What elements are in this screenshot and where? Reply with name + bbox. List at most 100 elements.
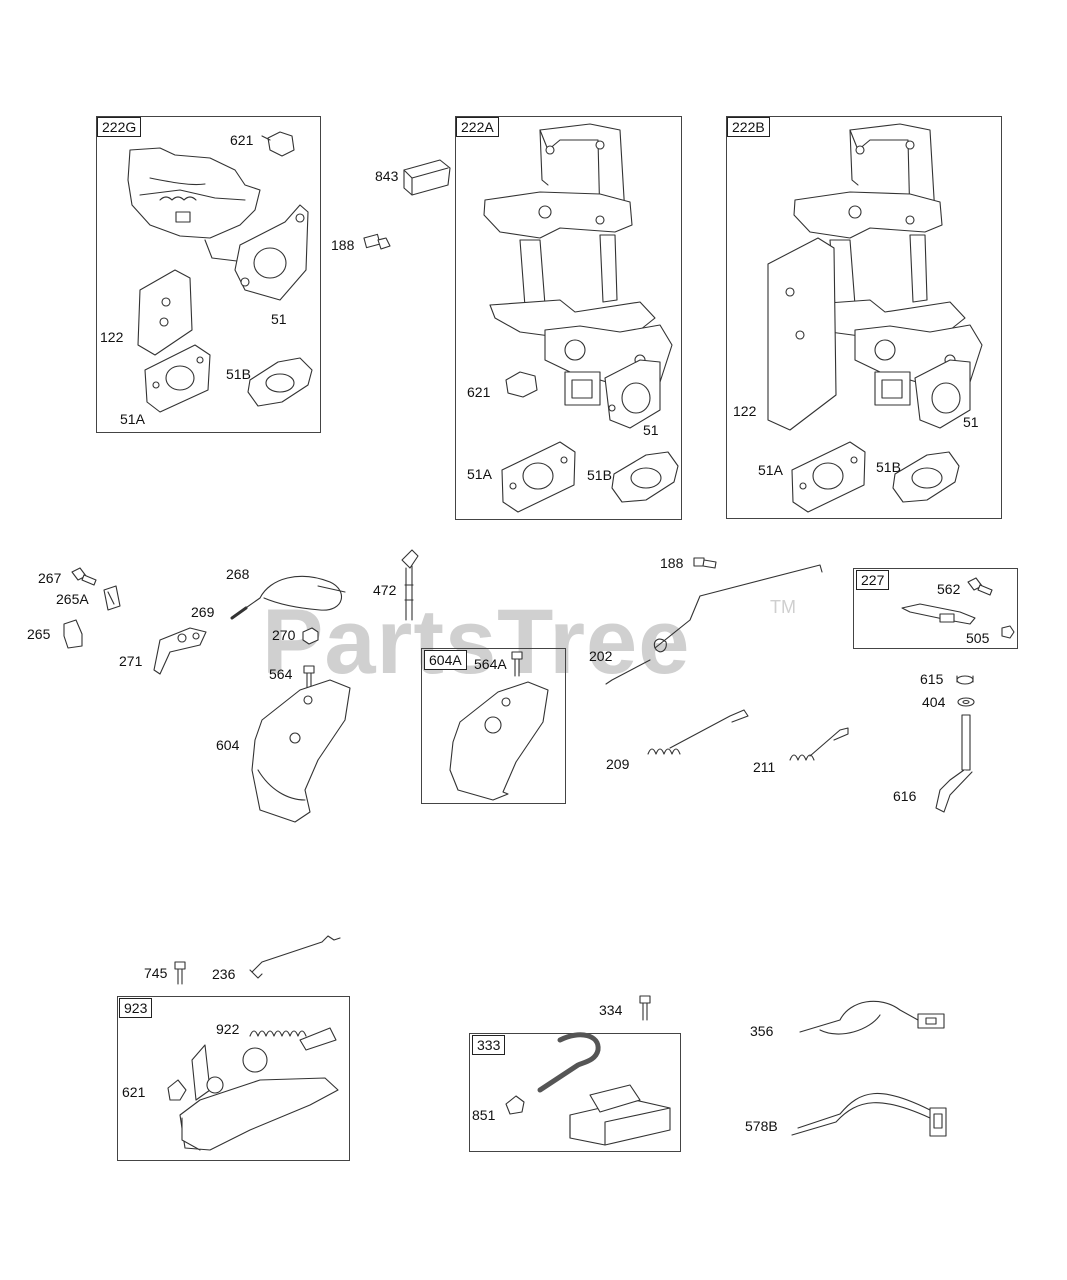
group-tag-604A: 604A — [424, 650, 467, 670]
callout-188-b: 188 — [660, 555, 684, 571]
callout-621-c: 621 — [122, 1084, 146, 1100]
bracket-assembly-222A — [483, 123, 673, 429]
gasket-51A-c — [791, 441, 866, 513]
callout-265A: 265A — [56, 591, 89, 607]
spring-211 — [789, 727, 849, 761]
group-box-227 — [853, 568, 1018, 649]
callout-51A-b: 51A — [467, 466, 492, 482]
bracket-227-part — [901, 603, 976, 625]
gasket-51B-b — [611, 451, 679, 503]
callout-51-b: 51 — [643, 422, 659, 438]
group-tag-333: 333 — [472, 1035, 506, 1055]
callout-745: 745 — [144, 965, 168, 981]
callout-122-c: 122 — [733, 403, 757, 419]
callout-843: 843 — [375, 168, 399, 184]
bolt-188-b — [693, 557, 717, 569]
callout-356: 356 — [750, 1023, 774, 1039]
group-tag-222A: 222A — [456, 117, 499, 137]
link-rod-202 — [605, 564, 823, 685]
screw-745 — [174, 961, 186, 985]
wire-harness-578B — [791, 1092, 931, 1136]
spring-209 — [647, 709, 749, 755]
cable-268 — [230, 575, 346, 620]
gasket-51A-b — [501, 441, 576, 513]
callout-604: 604 — [216, 737, 240, 753]
group-box-923 — [117, 996, 350, 1161]
callout-578B: 578B — [745, 1118, 778, 1134]
clip-621-a — [261, 131, 295, 157]
callout-209: 209 — [606, 756, 630, 772]
callout-505: 505 — [966, 630, 990, 646]
callout-267: 267 — [38, 570, 62, 586]
callout-621-b: 621 — [467, 384, 491, 400]
callout-236: 236 — [212, 966, 236, 982]
group-box-222A — [455, 116, 682, 520]
clip-621-c — [167, 1079, 187, 1101]
callout-270: 270 — [272, 627, 296, 643]
callout-615: 615 — [920, 671, 944, 687]
group-tag-227: 227 — [856, 570, 890, 590]
air-guide-604A — [449, 681, 549, 801]
insulator-plate-122-a — [137, 269, 193, 356]
screw-564A — [511, 651, 523, 677]
group-box-604A — [421, 648, 566, 804]
gasket-51A-a — [144, 344, 211, 413]
plate-gasket-51a — [234, 204, 309, 301]
callout-51A-a: 51A — [120, 411, 145, 427]
callout-922: 922 — [216, 1021, 240, 1037]
callout-621-a: 621 — [230, 132, 254, 148]
group-tag-923: 923 — [119, 998, 153, 1018]
air-guide-604 — [251, 679, 351, 823]
callout-51B-b: 51B — [587, 467, 612, 483]
callout-202: 202 — [589, 648, 613, 664]
bracket-assembly-222B — [793, 123, 983, 429]
clip-621-b — [505, 371, 538, 398]
group-box-222B — [726, 116, 1002, 519]
gasket-51B-a — [247, 357, 313, 407]
callout-271: 271 — [119, 653, 143, 669]
callout-51-c: 51 — [963, 414, 979, 430]
connector-851 — [505, 1095, 525, 1115]
callout-122-a: 122 — [100, 329, 124, 345]
callout-269: 269 — [191, 604, 215, 620]
callout-851: 851 — [472, 1107, 496, 1123]
callout-265: 265 — [27, 626, 51, 642]
part-843 — [403, 159, 451, 196]
nut-270 — [302, 627, 319, 645]
callout-51-a: 51 — [271, 311, 287, 327]
group-tag-222B: 222B — [727, 117, 770, 137]
wire-356 — [799, 1000, 919, 1035]
nut-505 — [1001, 625, 1015, 639]
callout-51B-a: 51B — [226, 366, 251, 382]
callout-562: 562 — [937, 581, 961, 597]
insulator-plate-122-c — [767, 237, 837, 431]
lever-271 — [153, 627, 207, 675]
link-236 — [249, 935, 341, 979]
trademark-mark: TM — [770, 597, 796, 617]
callout-334: 334 — [599, 1002, 623, 1018]
bolt-188-a — [363, 233, 391, 250]
nut-615 — [956, 675, 974, 685]
gasket-51B-c — [892, 451, 960, 503]
callout-564: 564 — [269, 666, 293, 682]
screw-267 — [71, 567, 97, 586]
callout-51A-c: 51A — [758, 462, 783, 478]
callout-472: 472 — [373, 582, 397, 598]
screw-334 — [639, 995, 651, 1021]
governor-bracket-assembly — [127, 147, 261, 263]
clip-265 — [63, 619, 83, 649]
callout-616: 616 — [893, 788, 917, 804]
spring-922 — [249, 1030, 307, 1037]
callout-51B-c: 51B — [876, 459, 901, 475]
wire-harness-578B-connector — [929, 1107, 947, 1137]
dipstick-472 — [401, 549, 419, 621]
screw-562 — [967, 577, 993, 596]
group-tag-222G: 222G — [97, 117, 142, 137]
callout-268: 268 — [226, 566, 250, 582]
group-box-222G — [96, 116, 321, 433]
callout-188-a: 188 — [331, 237, 355, 253]
callout-211: 211 — [753, 759, 776, 775]
governor-lever-923 — [179, 1027, 339, 1151]
callout-404: 404 — [922, 694, 946, 710]
